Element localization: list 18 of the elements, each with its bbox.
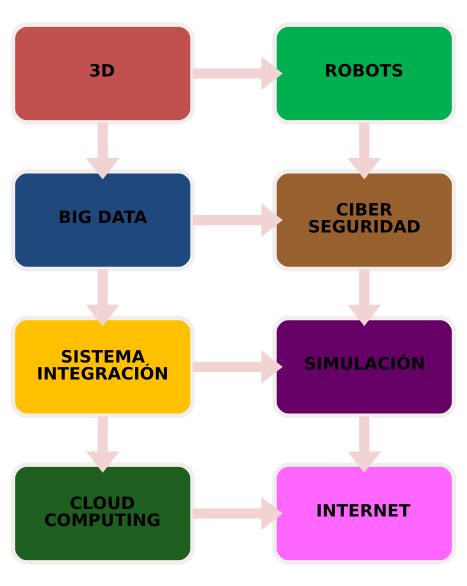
arrow [86,122,120,179]
node-box: BIG DATA [10,168,195,271]
node-box: CIBER SEGURIDAD [272,168,456,271]
arrow [86,416,120,472]
arrow [86,268,120,326]
node-box: SIMULACIÓN [272,315,456,418]
arrow [192,56,283,90]
node-box: SISTEMA INTEGRACIÓN [10,315,195,418]
arrow [192,350,283,384]
node-box: INTERNET [272,462,456,564]
node-box: CLOUD COMPUTING [10,462,195,564]
node-box: ROBOTS [272,22,456,124]
arrow [192,496,283,530]
arrow [192,202,283,236]
node-box: 3D [10,22,195,124]
arrow [347,122,382,179]
arrow [347,268,382,326]
arrow [347,416,382,472]
